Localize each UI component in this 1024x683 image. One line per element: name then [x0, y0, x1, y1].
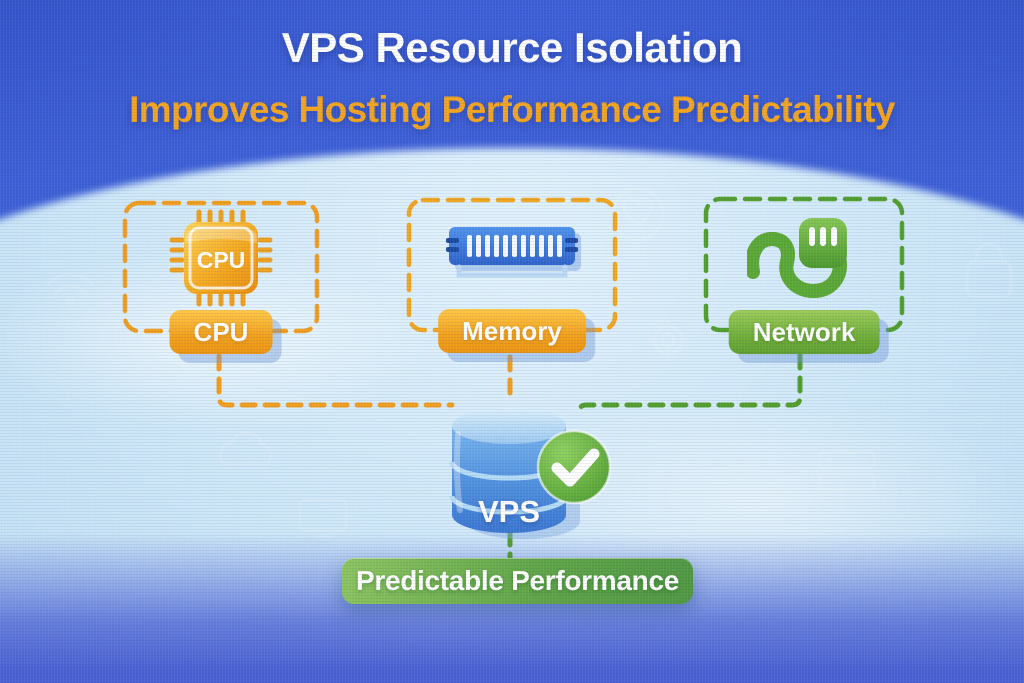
network-to-vps-connector	[576, 352, 803, 414]
monitor-watermark-icon	[298, 498, 348, 538]
cpu-to-vps-connector	[216, 353, 455, 408]
page-subtitle: Improves Hosting Performance Predictabil…	[129, 89, 895, 130]
cpu-chip-icon: CPU	[169, 209, 273, 307]
resource-box-network: Network	[703, 196, 905, 354]
vps-database-icon	[449, 408, 612, 539]
memory-ram-icon	[446, 227, 581, 278]
resource-box-cpu: CPU CPU	[122, 200, 320, 354]
page-title: VPS Resource Isolation	[281, 24, 743, 71]
network-label: Network	[728, 310, 880, 354]
memory-label: Memory	[438, 309, 586, 353]
vps-node: VPS	[440, 400, 650, 550]
result-banner: Predictable Performance	[342, 558, 693, 604]
gear-watermark-icon	[648, 320, 688, 360]
resource-box-memory: Memory	[406, 197, 618, 353]
server-watermark-icon	[818, 450, 876, 492]
network-plug-icon	[747, 218, 848, 299]
check-circle-icon	[536, 429, 612, 505]
cpu-label: CPU	[169, 310, 273, 354]
cpu-chip-text: CPU	[197, 247, 246, 273]
wifi-watermark-icon	[46, 272, 94, 306]
vps-label: VPS	[477, 494, 541, 529]
cloud-watermark-icon	[218, 431, 273, 466]
lock-watermark-icon	[965, 242, 1013, 298]
